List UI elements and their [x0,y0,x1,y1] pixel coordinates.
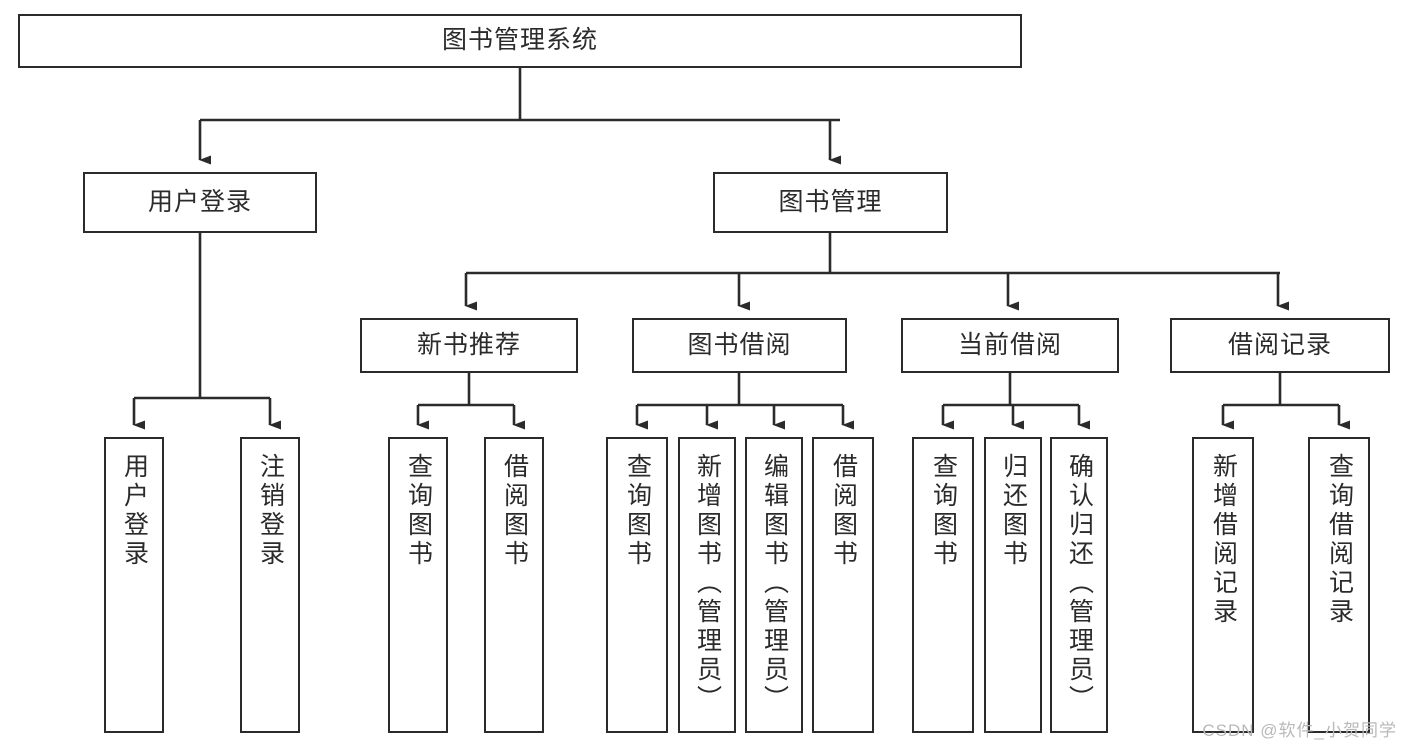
node-current-borrow-label: 当前借阅 [957,330,1062,359]
leaf-borrow-book-2[interactable]: 借阅图书 [812,437,874,733]
leaf-logout[interactable]: 注销登录 [240,437,300,733]
node-book-borrow[interactable]: 图书借阅 [632,318,847,373]
node-current-borrow[interactable]: 当前借阅 [901,318,1119,373]
leaf-add-book[interactable]: 新增图书（管理员） [678,437,736,733]
leaf-logout-label: 注销登录 [256,453,285,569]
leaf-return-book[interactable]: 归还图书 [984,437,1042,733]
leaf-return-book-label: 归还图书 [999,453,1028,569]
node-root[interactable]: 图书管理系统 [18,14,1022,68]
leaf-borrow-book-1-label: 借阅图书 [500,453,529,569]
leaf-confirm-return[interactable]: 确认归还（管理员） [1050,437,1108,733]
leaf-edit-book[interactable]: 编辑图书（管理员） [745,437,803,733]
leaf-query-book-3-label: 查询图书 [929,453,958,569]
leaf-query-book-2-label: 查询图书 [623,453,652,569]
node-new-book-recommend[interactable]: 新书推荐 [360,318,578,373]
leaf-query-book-1-label: 查询图书 [404,453,433,569]
leaf-add-book-label: 新增图书（管理员） [693,453,722,714]
leaf-user-login[interactable]: 用户登录 [104,437,164,733]
node-user-login-label: 用户登录 [147,187,252,216]
node-new-book-recommend-label: 新书推荐 [416,330,521,359]
leaf-borrow-book-2-label: 借阅图书 [829,453,858,569]
leaf-query-record-label: 查询借阅记录 [1325,453,1354,627]
leaf-confirm-return-label: 确认归还（管理员） [1065,453,1094,714]
node-book-borrow-label: 图书借阅 [687,330,792,359]
leaf-user-login-label: 用户登录 [120,453,149,569]
watermark: CSDN @软件_小贺同学 [1202,721,1397,740]
node-root-label: 图书管理系统 [441,26,598,55]
node-borrow-record[interactable]: 借阅记录 [1170,318,1390,373]
node-borrow-record-label: 借阅记录 [1227,330,1332,359]
node-book-manage[interactable]: 图书管理 [713,172,948,233]
leaf-add-record-label: 新增借阅记录 [1209,453,1238,627]
leaf-borrow-book-1[interactable]: 借阅图书 [484,437,544,733]
leaf-add-record[interactable]: 新增借阅记录 [1192,437,1254,733]
leaf-edit-book-label: 编辑图书（管理员） [760,453,789,714]
leaf-query-record[interactable]: 查询借阅记录 [1308,437,1370,733]
node-book-manage-label: 图书管理 [778,187,883,216]
leaf-query-book-1[interactable]: 查询图书 [388,437,448,733]
leaf-query-book-3[interactable]: 查询图书 [912,437,974,733]
leaf-query-book-2[interactable]: 查询图书 [606,437,668,733]
node-user-login[interactable]: 用户登录 [83,172,317,233]
